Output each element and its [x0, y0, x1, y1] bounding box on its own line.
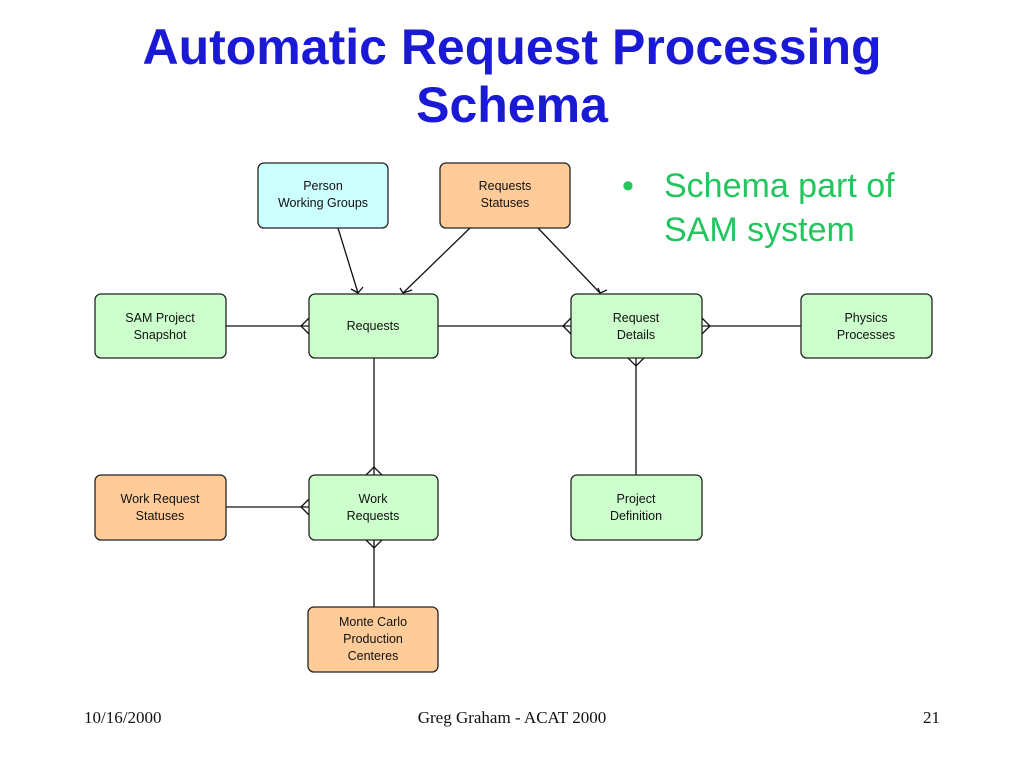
entity-work-requests[interactable]: Work Requests: [308, 474, 439, 541]
entity-person-working-groups[interactable]: Person Working Groups: [257, 162, 389, 229]
entity-box: [800, 293, 933, 359]
entity-sam-project-snapshot[interactable]: SAM Project Snapshot: [94, 293, 227, 359]
rel-person-requests: [337, 227, 359, 294]
svg-text:Requests: Requests: [347, 319, 400, 333]
entity-physics-processes[interactable]: Physics Processes: [800, 293, 933, 359]
entity-label-line: Working Groups: [278, 196, 368, 210]
crowfoot-details-projectdef: [627, 357, 645, 367]
entity-label-line: Requests: [479, 179, 532, 193]
svg-text:Requests: Requests: [479, 179, 532, 193]
entity-request-details[interactable]: Request Details: [570, 293, 703, 359]
slide-title: Automatic Request Processing Schema: [0, 18, 1024, 134]
crowfoot-statuses-requests: [399, 287, 413, 294]
rel-statuses-requests: [402, 227, 471, 294]
entity-label-line: Requests: [347, 319, 400, 333]
svg-text:Centeres: Centeres: [348, 649, 399, 663]
svg-text:Snapshot: Snapshot: [134, 328, 187, 342]
svg-text:Statuses: Statuses: [481, 196, 530, 210]
entity-label-line: Statuses: [136, 509, 185, 523]
footer-date: 10/16/2000: [84, 708, 162, 727]
entity-label-line: Definition: [610, 509, 662, 523]
entity-box: [308, 474, 439, 541]
crowfoot-person-requests: [350, 286, 364, 294]
svg-text:Work: Work: [359, 492, 389, 506]
footer-author: Greg Graham - ACAT 2000: [417, 708, 607, 727]
svg-text:Processes: Processes: [837, 328, 895, 342]
entity-box: [570, 293, 703, 359]
footer-page-number: 21: [923, 708, 940, 727]
entity-label-line: Person: [303, 179, 343, 193]
entity-box: [257, 162, 389, 229]
entity-label-line: Work Request: [121, 492, 200, 506]
entity-box: [570, 474, 703, 541]
slide-title-line-2: Schema: [416, 77, 608, 133]
svg-text:Requests: Requests: [347, 509, 400, 523]
svg-text:Project: Project: [617, 492, 656, 506]
entity-label-line: Centeres: [348, 649, 399, 663]
entity-requests[interactable]: Requests: [308, 293, 439, 359]
svg-text:Definition: Definition: [610, 509, 662, 523]
bullet-item: • Schema part of SAM system: [622, 164, 952, 252]
entity-label-line: Requests: [347, 509, 400, 523]
entity-label-line: Physics: [844, 311, 887, 325]
bullet-text-line-1: Schema part of: [664, 167, 895, 205]
svg-text:Monte Carlo: Monte Carlo: [339, 615, 407, 629]
crowfoot-statuses-details: [597, 287, 608, 294]
entity-label-line: Project: [617, 492, 656, 506]
svg-text:Request: Request: [613, 311, 660, 325]
entity-label-line: Processes: [837, 328, 895, 342]
relationship-lines: [226, 227, 801, 607]
entity-box: [439, 162, 571, 229]
svg-text:Work Request: Work Request: [121, 492, 200, 506]
entity-box: [307, 606, 439, 673]
entity-project-definition[interactable]: Project Definition: [570, 474, 703, 541]
entity-label-line: Monte Carlo: [339, 615, 407, 629]
crowfoot-requests-details: [562, 317, 572, 335]
entity-box: [94, 474, 227, 541]
svg-text:Working Groups: Working Groups: [278, 196, 368, 210]
entity-monte-carlo-production-centeres[interactable]: Monte Carlo Production Centeres: [307, 606, 439, 673]
svg-text:Production: Production: [343, 632, 403, 646]
rel-statuses-details: [537, 227, 601, 294]
slide-title-line-1: Automatic Request Processing: [142, 19, 882, 75]
crowfoot-wrstatuses-workrequests: [300, 498, 310, 516]
entity-box: [308, 293, 439, 359]
svg-text:SAM Project: SAM Project: [125, 311, 195, 325]
entity-label-line: Snapshot: [134, 328, 187, 342]
entity-box: [94, 293, 227, 359]
bullet-dot-icon: •: [622, 167, 634, 205]
crowfoot-requests-workrequests: [365, 466, 383, 476]
crowfoot-details-physics: [701, 317, 711, 335]
entity-label-line: Request: [613, 311, 660, 325]
entity-label-line: Production: [343, 632, 403, 646]
entity-label-line: SAM Project: [125, 311, 195, 325]
svg-text:Statuses: Statuses: [136, 509, 185, 523]
bullet-text-line-2: SAM system: [664, 211, 855, 249]
crowfoot-snapshot-requests: [300, 317, 310, 335]
entity-requests-statuses[interactable]: Requests Statuses: [439, 162, 571, 229]
entity-label-line: Details: [617, 328, 655, 342]
svg-text:Person: Person: [303, 179, 343, 193]
entity-label-line: Work: [359, 492, 389, 506]
entity-work-request-statuses[interactable]: Work Request Statuses: [94, 474, 227, 541]
svg-text:Details: Details: [617, 328, 655, 342]
crowfoot-workrequests-montecarlo: [365, 539, 383, 549]
svg-text:Physics: Physics: [844, 311, 887, 325]
entity-label-line: Statuses: [481, 196, 530, 210]
